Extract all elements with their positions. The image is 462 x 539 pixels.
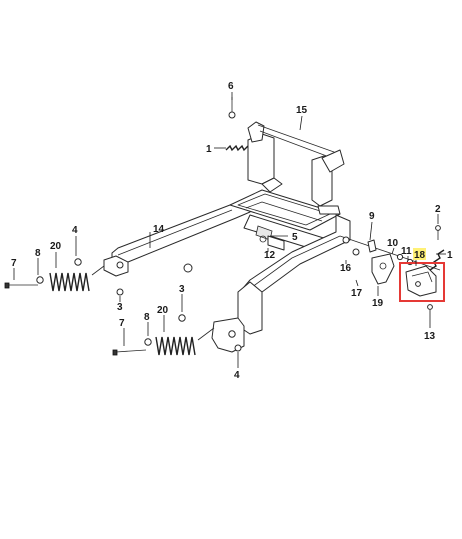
label-part-6[interactable]: 6: [228, 81, 234, 92]
label-part-17[interactable]: 17: [351, 288, 363, 299]
label-part-3-lower[interactable]: 3: [179, 284, 185, 295]
label-part-12[interactable]: 12: [264, 250, 276, 261]
part-labels: 6 1 15 7 8 20 4 14 3 3 7 8 20 4 5 12 9 1…: [11, 81, 453, 381]
label-part-1-top[interactable]: 1: [206, 144, 212, 155]
label-part-19[interactable]: 19: [372, 298, 384, 309]
label-part-3-left[interactable]: 3: [117, 302, 123, 313]
label-part-10[interactable]: 10: [387, 238, 399, 249]
label-part-2[interactable]: 2: [435, 204, 441, 215]
label-part-8-left[interactable]: 8: [35, 248, 41, 259]
spring-assembly-left: [4, 258, 105, 292]
highlight-box-part-18: [399, 262, 445, 302]
frame-assembly: [103, 133, 351, 353]
label-part-16[interactable]: 16: [340, 263, 352, 274]
label-part-4-lower[interactable]: 4: [234, 370, 240, 381]
label-part-8-lower[interactable]: 8: [144, 312, 150, 323]
top-hardware: [225, 97, 249, 152]
label-part-18[interactable]: 18: [414, 250, 426, 261]
label-part-13[interactable]: 13: [424, 331, 436, 342]
spring-assembly-lower: [112, 288, 242, 356]
label-part-1-right[interactable]: 1: [447, 250, 453, 261]
leader-lines: [13, 92, 446, 368]
label-part-7-lower[interactable]: 7: [119, 318, 125, 329]
label-part-15[interactable]: 15: [296, 105, 308, 116]
highlight-label-bg-part-18: [413, 248, 426, 260]
label-part-11[interactable]: 11: [401, 246, 412, 257]
label-part-9[interactable]: 9: [369, 211, 375, 222]
label-part-7-left[interactable]: 7: [11, 258, 17, 269]
label-part-20-lower[interactable]: 20: [157, 305, 169, 316]
right-hardware: [339, 225, 445, 310]
top-rod-assembly: [247, 121, 345, 173]
label-part-5[interactable]: 5: [292, 232, 298, 243]
label-part-14[interactable]: 14: [153, 224, 165, 235]
label-part-20-left[interactable]: 20: [50, 241, 62, 252]
label-part-4-left[interactable]: 4: [72, 225, 78, 236]
